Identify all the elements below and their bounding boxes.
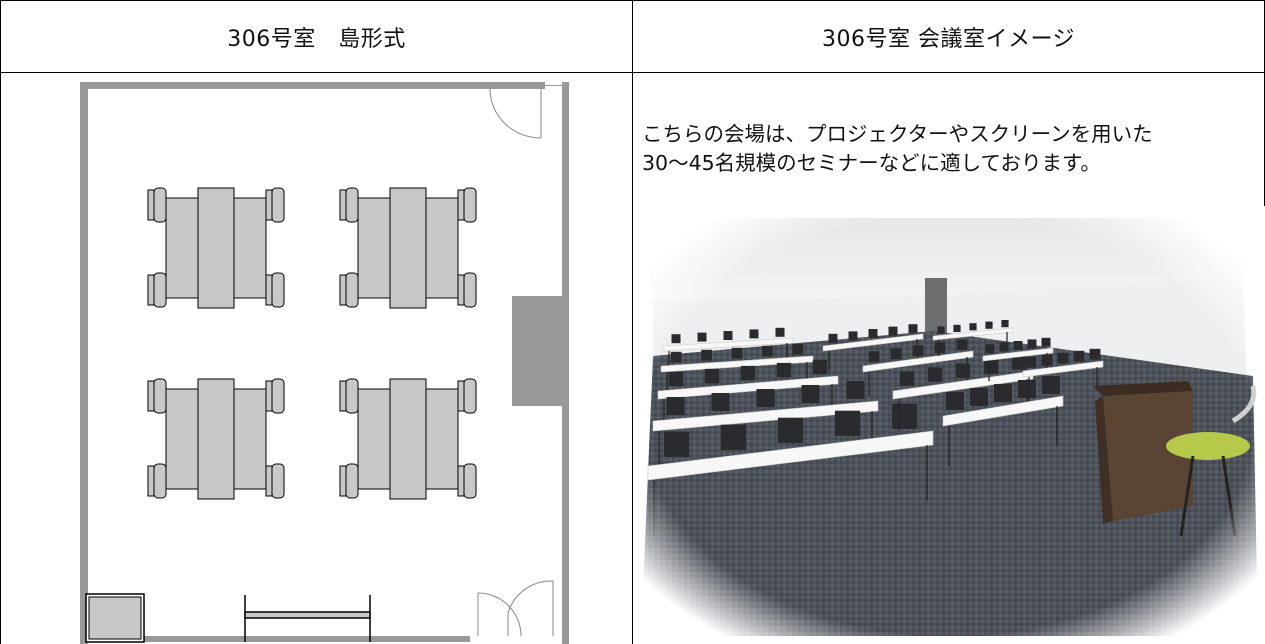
wall-top xyxy=(80,82,545,89)
layout-header: 306号室 島形式 xyxy=(227,26,406,52)
door-top-right xyxy=(489,88,542,139)
screen-panel xyxy=(512,296,562,406)
table-island xyxy=(339,378,477,500)
wall-left xyxy=(80,82,88,644)
floor-plan-diagram xyxy=(80,82,569,644)
conference-room-photo xyxy=(633,206,1265,644)
photo-header: 306号室 会議室イメージ xyxy=(821,26,1076,52)
bench xyxy=(244,595,371,642)
table-island xyxy=(147,187,285,309)
door-bottom-right xyxy=(476,580,562,642)
table-islands xyxy=(147,187,477,500)
description-line-1: こちらの会場は、プロジェクターやスクリーンを用いた xyxy=(642,122,1153,146)
cabinet xyxy=(85,593,145,643)
description-line-2: 30〜45名規模のセミナーなどに適しております。 xyxy=(642,151,1101,175)
wall-right xyxy=(562,82,569,644)
table-island xyxy=(339,187,477,309)
wall-bottom xyxy=(80,636,470,642)
table-island xyxy=(147,378,285,500)
room-description: こちらの会場は、プロジェクターやスクリーンを用いた 30〜45名規模のセミナーな… xyxy=(642,120,1242,178)
